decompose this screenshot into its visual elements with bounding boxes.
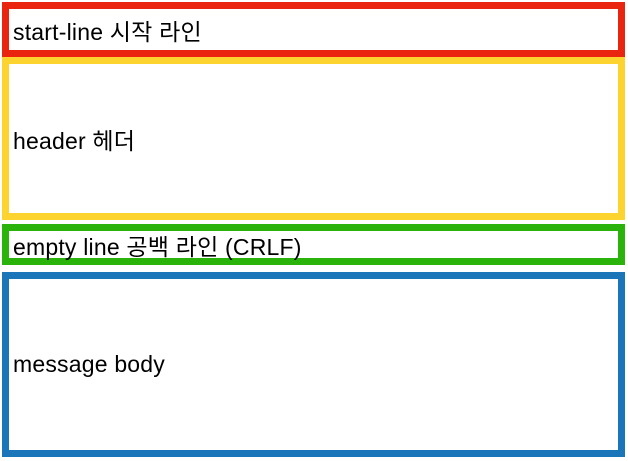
empty-line-label: empty line 공백 라인 (CRLF) <box>13 233 302 260</box>
start-line-label: start-line 시작 라인 <box>13 18 202 45</box>
message-body-label: message body <box>13 351 165 377</box>
message-body-box: message body <box>2 272 625 457</box>
header-label: header 헤더 <box>13 127 136 154</box>
empty-line-box: empty line 공백 라인 (CRLF) <box>2 224 625 265</box>
header-box: header 헤더 <box>2 57 625 220</box>
start-line-box: start-line 시작 라인 <box>2 2 625 57</box>
